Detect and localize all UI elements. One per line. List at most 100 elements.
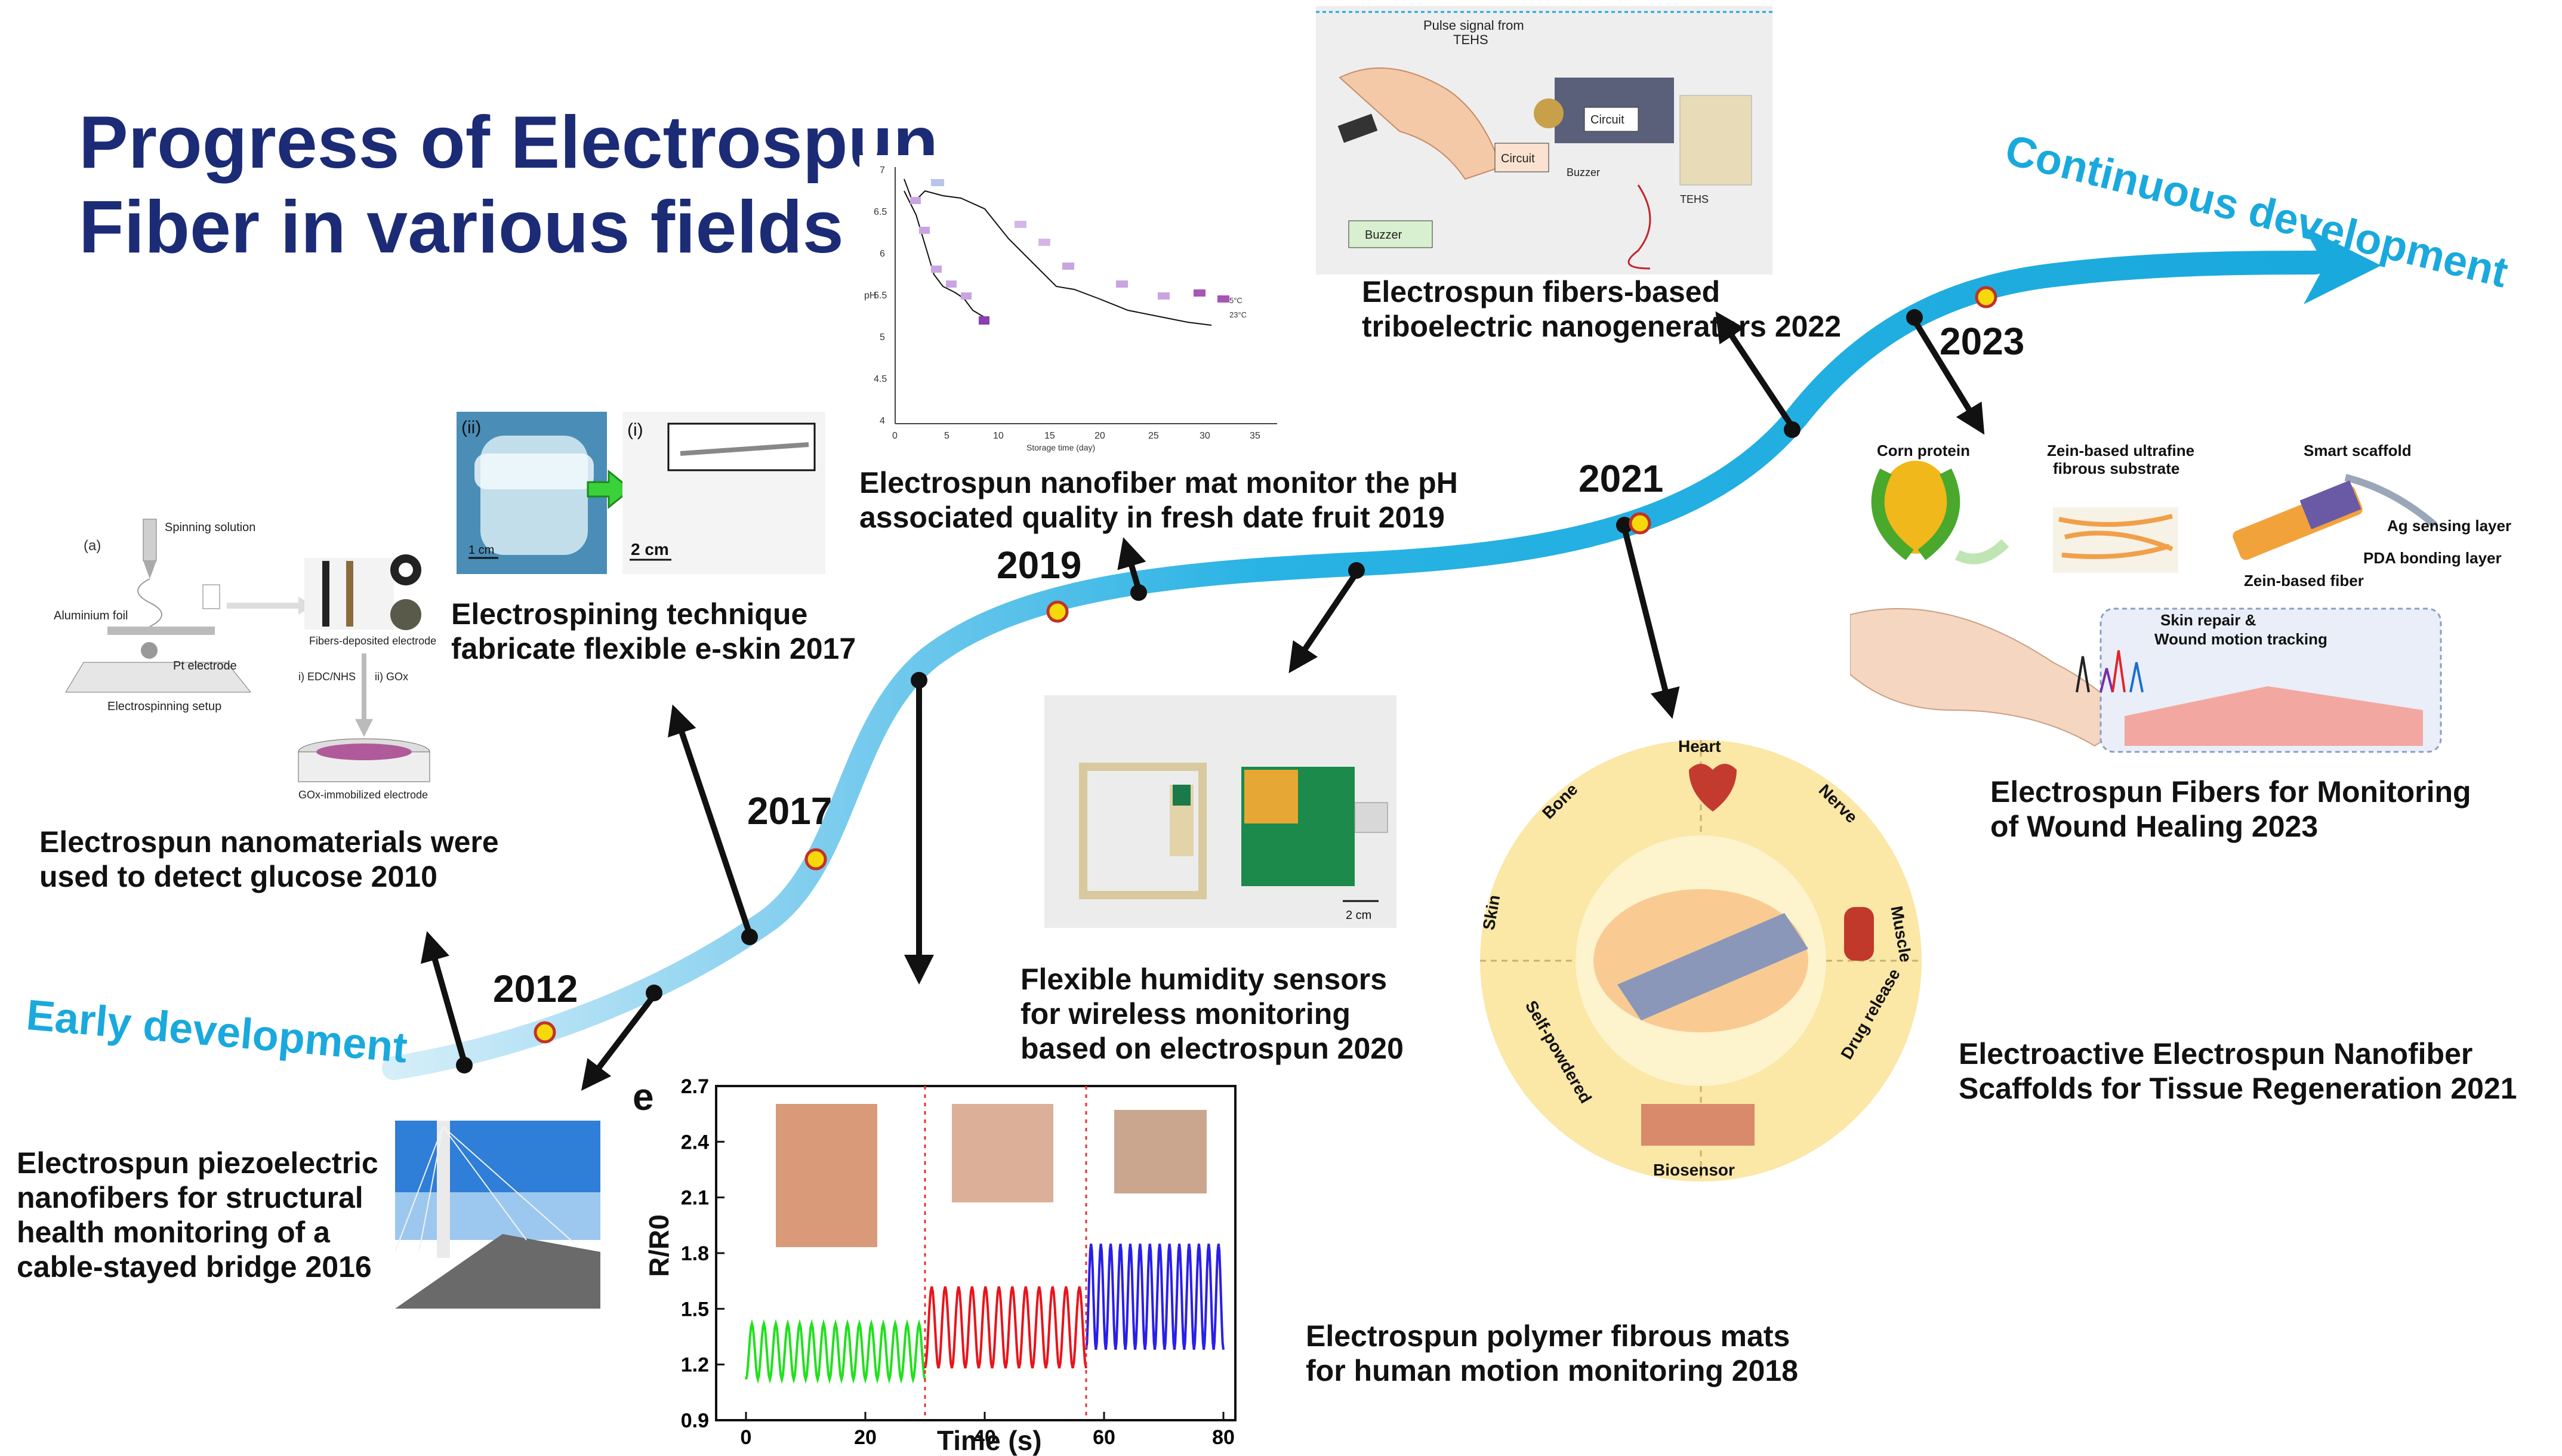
x-tick-label: 60 [1093,1426,1115,1449]
wound-figure: Corn protein Zein-based ultrafine fibrou… [1850,436,2542,770]
scale-bar-1: 1 cm [468,544,494,557]
teng-caption: Electrospun fibers-based triboelectric n… [1362,274,1841,344]
glucose-caption-line-1: Electrospun nanomaterials were [39,825,499,859]
timeline-ribbon [382,251,2327,1080]
step-2-label: ii) GOx [375,671,408,683]
ph-caption: Electrospun nanofiber mat monitor the pH… [859,465,1458,535]
ph-figure: 7 6.5 6 5.5 5 4.5 4 pH 0 5 10 15 20 25 3… [859,155,1289,454]
wound-caption-line-2: of Wound Healing 2023 [1990,810,2319,843]
y-tick-label: 2.1 [681,1187,709,1210]
series-line-3 [1085,1244,1225,1350]
teng-caption-line-1: Electrospun fibers-based [1362,275,1721,309]
tehs-photo-label: TEHS [1680,193,1709,205]
year-dots [534,286,1997,1044]
corn-label: Corn protein [1877,442,1970,459]
setup-label: Electrospinning setup [107,700,221,713]
motion-caption-line-2: for human motion monitoring 2018 [1306,1354,1799,1387]
panel-e-label: e [633,1075,654,1118]
tissue-circle-diagram: Heart Nerve Muscle Drug release Biosenso… [1479,737,1922,1182]
zein-substrate-label-1: Zein-based ultrafine [2047,442,2194,459]
bridge-caption-line-3: health monitoring of a [17,1216,330,1249]
timeline-arrowhead [2304,227,2381,304]
teng-schematic: Pulse signal from TEHS Circuit Buzzer Ci… [1316,11,1772,270]
bridge-photo [395,1121,600,1309]
motion-caption: Electrospun polymer fibrous mats for hum… [1306,1319,1798,1388]
tissue-caption-line-1: Electroactive Electrospun Nanofiber [1959,1037,2473,1071]
humidity-caption-line-1: Flexible humidity sensors [1021,963,1388,996]
panel-ii-label: (ii) [461,418,481,437]
glucose-caption: Electrospun nanomaterials were used to d… [39,825,499,894]
year-2012: 2012 [493,967,578,1010]
gox-electrode-label: GOx-immobilized electrode [298,789,428,801]
ph-series-5c [904,178,1212,326]
year-2023: 2023 [1940,320,2025,363]
aluminium-foil-label: Aluminium foil [54,609,128,622]
ph-series-23c [904,190,988,320]
ag-layer-label: Ag sensing layer [2387,517,2511,535]
eskin-caption-line-1: Electrospining technique [451,597,808,631]
connector-arrows [420,311,1985,1091]
x-tick-label: 20 [854,1426,877,1449]
fibers-electrode-label: Fibers-deposited electrode [309,635,436,647]
year-2017: 2017 [747,789,833,832]
humidity-caption-line-3: based on electrospun 2020 [1021,1032,1404,1065]
wound-caption: Electrospun Fibers for Monitoring of Wou… [1990,775,2471,844]
glucose-caption-line-2: used to detect glucose 2010 [39,860,437,893]
scale-bar-2: 2 cm [631,540,669,559]
ph-xlabel: Storage time (day) [1026,443,1095,452]
eskin-photos: (ii) 1 cm (i) 2 cm [457,412,825,574]
connector-dots [456,309,1923,1074]
y-tick-label: 1.2 [681,1354,709,1377]
ph-ytick: 4 [880,416,885,426]
glucose-figure: (a) Spinning solution Aluminium foil Pt … [48,501,465,812]
skin-repair-label-2: Wound motion tracking [2154,630,2327,648]
x-axis-label: Time (s) [937,1425,1042,1456]
bridge-caption: Electrospun piezoelectric nanofibers for… [17,1146,378,1284]
heart-label: Heart [1678,737,1721,755]
bridge-caption-line-2: nanofibers for structural [17,1181,363,1214]
tissue-figure: Heart Nerve Muscle Drug release Biosenso… [1474,734,1928,1187]
ph-ytick: 6 [880,249,885,259]
page-title: Progress of Electrospun Fiber in various… [79,100,938,270]
bridge-caption-line-4: cable-stayed bridge 2016 [17,1250,372,1284]
y-tick-label: 0.9 [681,1409,709,1432]
ph-xtick: 20 [1095,431,1105,441]
ph-xtick: 35 [1250,431,1260,441]
year-2021: 2021 [1578,457,1664,500]
pda-layer-label: PDA bonding layer [2363,549,2502,567]
series-line-1 [745,1319,926,1384]
humidity-figure: 2 cm [1044,695,1396,928]
ph-ytick: 7 [880,165,885,175]
spinning-solution-label: Spinning solution [165,521,255,534]
biosensor-label: Biosensor [1653,1161,1735,1179]
ph-ytick: 4.5 [874,374,887,384]
humidity-scale-bar: 2 cm [1346,909,1371,922]
ph-xtick: 15 [1044,431,1055,441]
smart-scaffold-label: Smart scaffold [2304,442,2412,459]
ph-caption-line-2: associated quality in fresh date fruit 2… [859,501,1445,534]
ph-chart: 7 6.5 6 5.5 5 4.5 4 pH 0 5 10 15 20 25 3… [864,165,1277,452]
ph-xtick: 5 [944,431,949,441]
teng-caption-line-2: triboelectric nanogenerators 2022 [1362,310,1842,343]
ph-xtick: 10 [993,431,1004,441]
eskin-caption: Electrospining technique fabricate flexi… [451,597,856,666]
tehs-label: TEHS [1453,32,1488,47]
series-line-2 [924,1286,1087,1369]
panel-i-label: (i) [627,420,643,440]
panel-label: (a) [84,538,101,554]
bridge-caption-line-1: Electrospun piezoelectric [17,1146,378,1180]
humidity-photo: 2 cm [1079,763,1388,922]
arm-photo-3 [1114,1110,1207,1193]
humidity-caption: Flexible humidity sensors for wireless m… [1021,962,1404,1066]
ph-caption-line-1: Electrospun nanofiber mat monitor the pH [859,466,1458,499]
pulse-label: Pulse signal from [1423,18,1524,33]
glucose-schematic: (a) Spinning solution Aluminium foil Pt … [54,519,436,801]
y-tick-label: 1.8 [681,1242,709,1265]
ph-ytick: 6.5 [874,207,887,217]
tissue-caption-line-2: Scaffolds for Tissue Regeneration 2021 [1959,1072,2517,1105]
y-tick-label: 2.7 [681,1075,709,1098]
buzzer-photo-label: Buzzer [1567,166,1600,178]
ph-ytick: 5.5 [874,291,887,301]
zein-substrate-label-2: fibrous substrate [2053,459,2179,477]
